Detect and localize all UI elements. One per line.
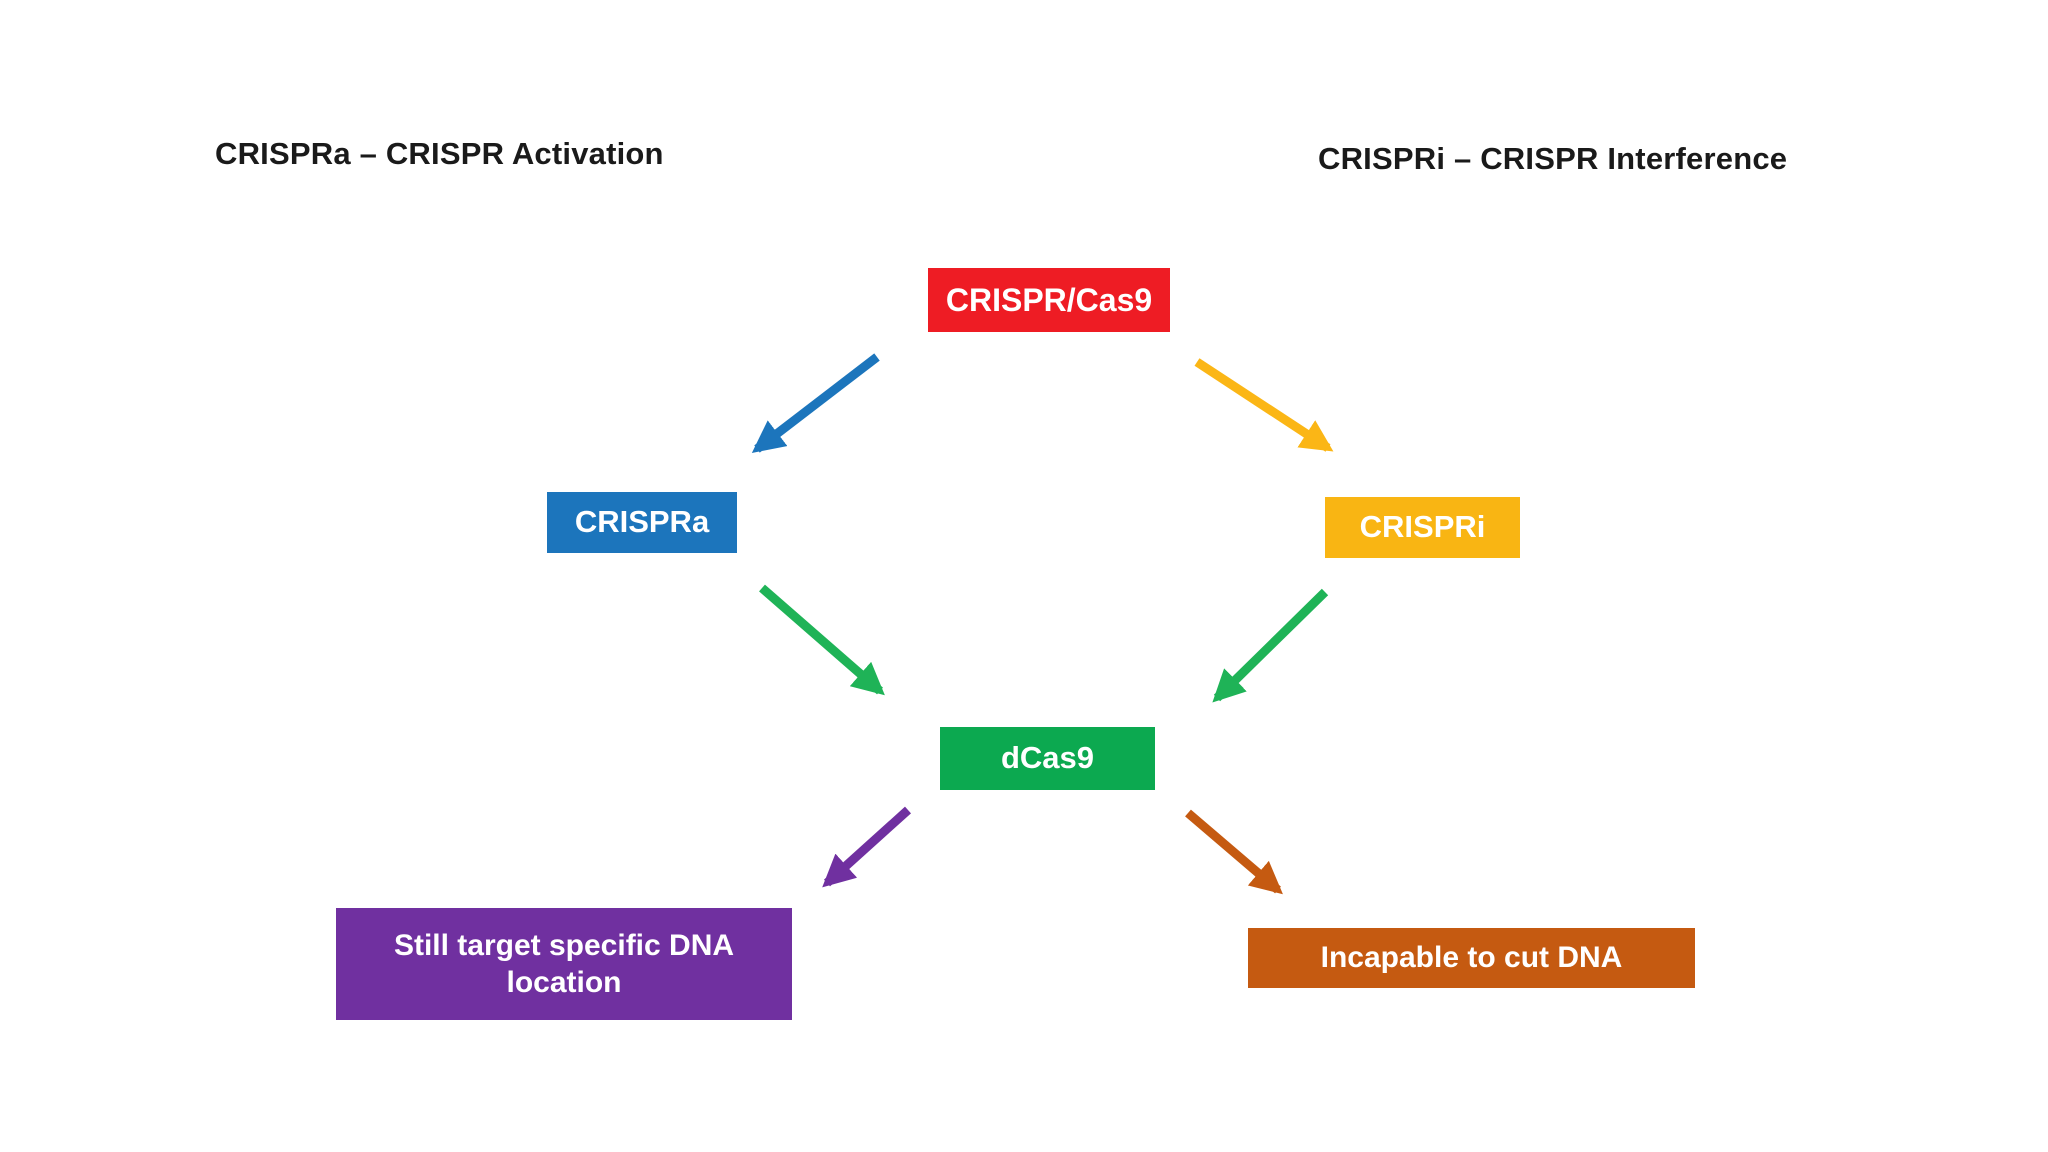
node-label-dcas9: dCas9 [1000, 740, 1095, 776]
node-label-crispra: CRISPRa [574, 504, 710, 540]
node-label-still-target-dna: Still target specific DNA location [393, 928, 735, 1000]
title-crispra-activation: CRISPRa – CRISPR Activation [215, 136, 664, 171]
arrow-crispri-to-dcas9 [1212, 588, 1329, 703]
node-label-crispr-cas9: CRISPR/Cas9 [945, 282, 1153, 318]
node-still-target-dna: Still target specific DNA location [336, 908, 792, 1020]
arrow-cas9-to-crispri [1194, 358, 1334, 452]
title-crispri-interference: CRISPRi – CRISPR Interference [1318, 141, 1788, 176]
node-label-incapable-cut-dna: Incapable to cut DNA [1320, 941, 1623, 975]
node-crispra: CRISPRa [547, 492, 737, 553]
arrow-cas9-to-crispra [751, 353, 880, 453]
node-crispr-cas9: CRISPR/Cas9 [928, 268, 1170, 332]
arrow-dcas9-to-still-target [822, 806, 912, 888]
node-dcas9: dCas9 [940, 727, 1155, 790]
node-crispri: CRISPRi [1325, 497, 1520, 558]
arrow-crispra-to-dcas9 [759, 584, 885, 696]
node-label-crispri: CRISPRi [1359, 509, 1486, 545]
arrow-dcas9-to-incapable [1185, 809, 1283, 895]
node-incapable-cut-dna: Incapable to cut DNA [1248, 928, 1695, 988]
